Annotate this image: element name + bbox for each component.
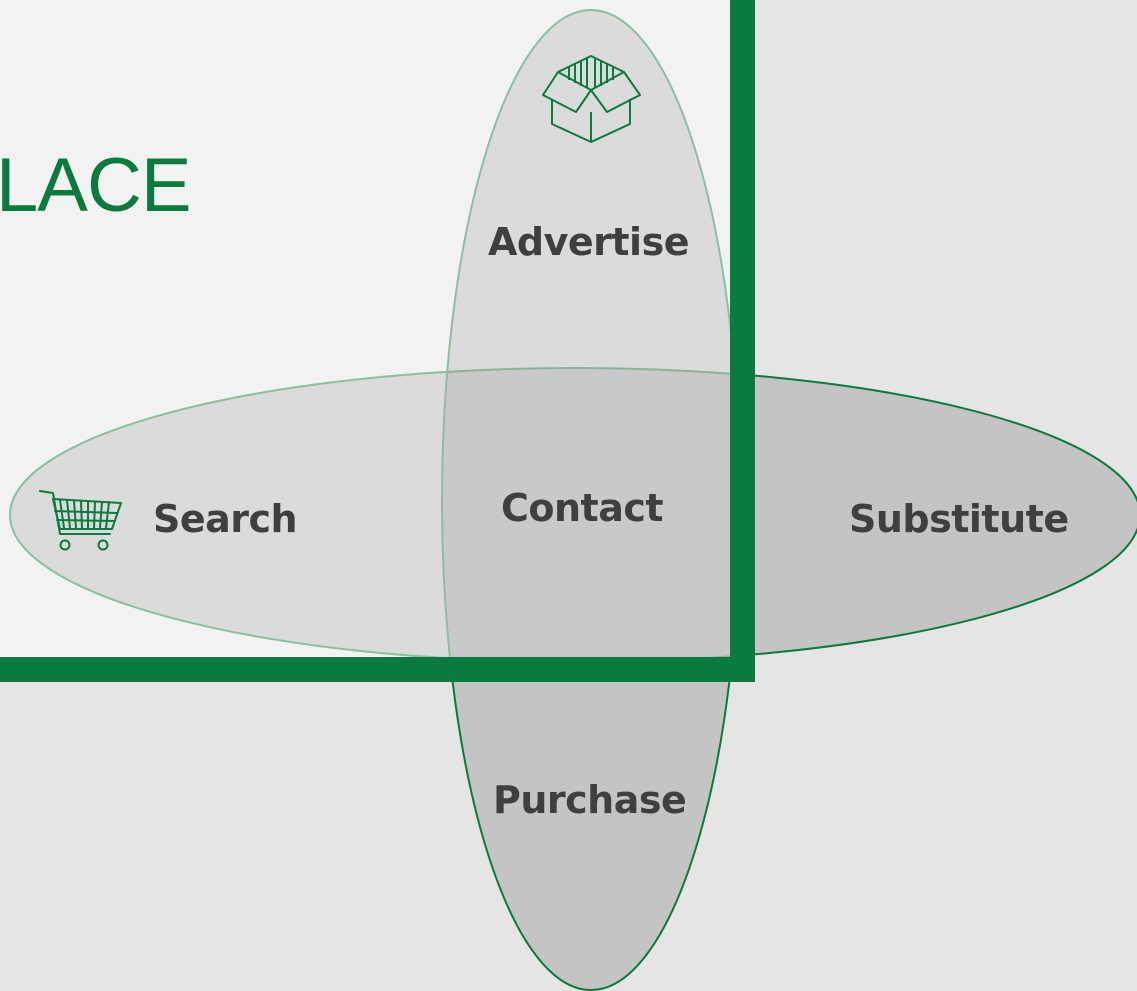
substitute-label: Substitute — [849, 497, 1069, 541]
advertise-label: Advertise — [488, 220, 689, 264]
purchase-label: Purchase — [493, 778, 687, 822]
page-heading: LACE — [0, 143, 192, 228]
search-label: Search — [153, 497, 298, 541]
shopping-cart-icon — [39, 490, 122, 551]
frame-vertical-bar — [730, 0, 755, 682]
frame-horizontal-bar — [0, 657, 755, 682]
open-box-icon — [542, 55, 641, 143]
contact-label: Contact — [501, 486, 664, 530]
